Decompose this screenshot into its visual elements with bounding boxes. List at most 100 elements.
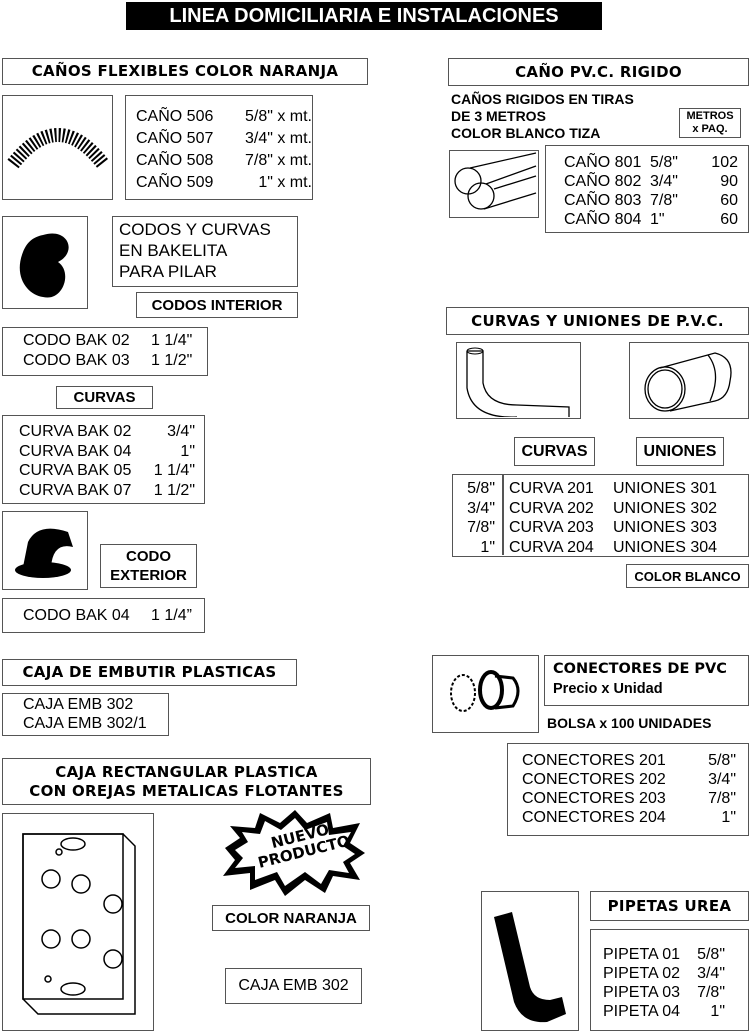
cell-union: UNIONES 304 (613, 538, 718, 556)
cell-code: CURVA BAK 07 (19, 481, 132, 499)
cell-code: CONECTORES 202 (522, 771, 666, 788)
pvc-union-image (629, 342, 749, 419)
cell-size: 7/8" (650, 192, 678, 209)
cell-size: 3/4" (708, 771, 736, 788)
pvc-curve-image (456, 342, 581, 419)
cell-size: 1" (180, 442, 195, 460)
caja-embutir-header: CAJA DE EMBUTIR PLASTICAS (2, 659, 297, 686)
curvas-pvc-label: CURVAS (514, 437, 595, 466)
conectores-header: CONECTORES DE PVC (553, 661, 727, 677)
cell-union: UNIONES 301 (613, 480, 718, 497)
label-line: METROS (686, 110, 734, 122)
color-blanco-label: COLOR BLANCO (626, 564, 749, 588)
cell-code: CODO BAK 03 (23, 352, 130, 369)
cell-size: 1" (710, 1003, 725, 1020)
cell-qty: 60 (720, 192, 738, 209)
cell-size: 1 1/4" (153, 462, 195, 479)
table-row: CONECTORES 202 3/4" (522, 770, 748, 789)
label-line: EXTERIOR (110, 567, 187, 584)
curvas-label: CURVAS (56, 386, 153, 409)
cell-code: CAÑO 803 (564, 192, 642, 209)
cell-union: UNIONES 303 (613, 519, 718, 536)
cell-size: 1" (721, 809, 736, 826)
table-row: CURVA BAK 07 1 1/2" (19, 481, 204, 501)
header-line: CON OREJAS METALICAS FLOTANTES (29, 781, 344, 800)
cell-qty: 60 (720, 211, 738, 228)
cell-code: CODO BAK 02 (23, 332, 130, 349)
cell-size: 7/8" x mt. (244, 152, 312, 169)
desc-line: DE 3 METROS (451, 108, 546, 124)
color-naranja-label: COLOR NARANJA (212, 905, 370, 931)
column-divider (502, 475, 504, 555)
cell-code: PIPETA 04 (603, 1003, 681, 1020)
row: CAJA EMB 302/1 (23, 715, 147, 732)
table-row: CAÑO 508 7/8" x mt. (136, 150, 312, 172)
codo-exterior-table: CODO BAK 04 1 1/4” (2, 598, 205, 633)
cell-size: 3/4" (650, 173, 678, 190)
cell-size: 3/4" (167, 423, 195, 440)
cell-code: CAÑO 508 (136, 152, 214, 169)
codo-exterior-label: CODO EXTERIOR (100, 544, 197, 588)
label-line: CODO (126, 548, 171, 565)
table-row: CODO BAK 02 1 1/4" (23, 331, 207, 351)
page-title: LINEA DOMICILIARIA E INSTALACIONES (126, 2, 602, 30)
conectores-header-box: CONECTORES DE PVC Precio x Unidad (544, 655, 749, 706)
cell-size: 1" x mt. (258, 174, 312, 191)
cell-size: 1 1/2" (151, 352, 193, 369)
cell-code: CAÑO 507 (136, 130, 214, 147)
cell-union: UNIONES 302 (613, 499, 718, 517)
cell-qty: 90 (720, 173, 738, 190)
codo-exterior-image (2, 511, 88, 590)
cell-code: CONECTORES 201 (522, 752, 666, 769)
cell-size: 1 1/2" (153, 481, 195, 499)
cell-size: 7/8" (708, 790, 736, 807)
uniones-label: UNIONES (636, 437, 724, 466)
codos-interior-table: CODO BAK 02 1 1/4" CODO BAK 03 1 1/2" (2, 327, 208, 376)
bolsa-text: BOLSA x 100 UNIDADES (547, 715, 712, 731)
cell-size: 7/8" (467, 519, 495, 536)
pipetas-header: PIPETAS UREA (590, 891, 749, 921)
cell-size: 7/8" (697, 984, 725, 1001)
cell-curva: CURVA 202 (509, 499, 594, 517)
cell-size: 1 1/4" (151, 332, 193, 349)
caja-rect-image (2, 813, 154, 1031)
table-row: CODO BAK 03 1 1/2" (23, 351, 207, 371)
table-row: CURVA BAK 05 1 1/4" (19, 461, 204, 481)
desc-line: COLOR BLANCO TIZA (451, 125, 601, 141)
cell-size: 5/8" (467, 480, 495, 497)
cell-curva: CURVA 204 (509, 538, 594, 556)
desc-line: EN BAKELITA (119, 241, 228, 260)
cell-code: PIPETA 03 (603, 984, 681, 1001)
cell-code: CAÑO 804 (564, 211, 642, 228)
flexible-pipe-image (2, 95, 113, 200)
codos-interior-label: CODOS INTERIOR (136, 292, 298, 318)
cell-code: CAÑO 801 (564, 154, 642, 171)
cell-size: 3/4" (467, 499, 495, 517)
cell-code: CONECTORES 203 (522, 790, 666, 807)
cell-size: 1 1/4” (151, 607, 192, 624)
caja-emb-code: CAJA EMB 302 (225, 968, 362, 1004)
desc-line: CODOS Y CURVAS (119, 220, 271, 239)
cell-code: CURVA BAK 05 (19, 462, 132, 479)
cell-size: 5/8" (697, 946, 725, 963)
cell-code: CODO BAK 04 (23, 607, 130, 624)
table-row: CAÑO 803 7/8" 60 (564, 191, 748, 210)
cell-size: 3/4" (697, 965, 725, 982)
table-row: 3/4" CURVA 202 UNIONES 302 (453, 499, 748, 519)
